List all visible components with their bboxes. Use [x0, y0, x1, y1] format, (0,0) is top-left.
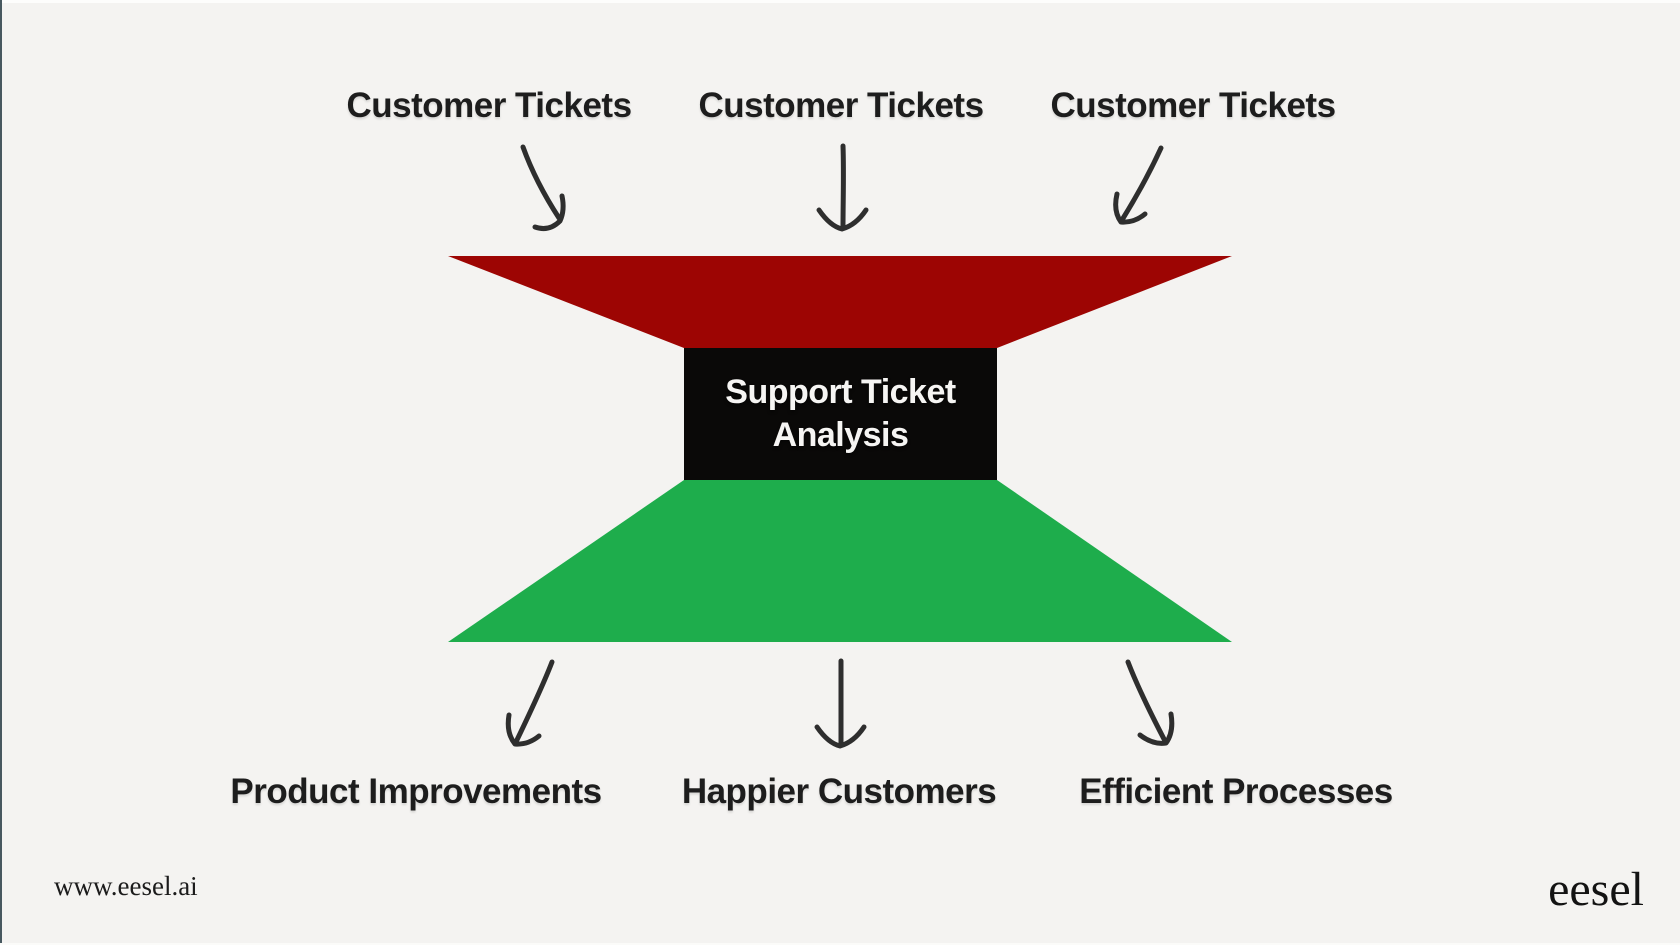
output-label-happier-customers: Happier Customers: [681, 772, 997, 811]
output-label-product-improvements: Product Improvements: [230, 772, 602, 811]
arrow-down-left-icon: [1113, 145, 1164, 225]
arrow-down-icon: [816, 143, 869, 232]
arrows-group: [505, 143, 1175, 749]
funnel-top-shape: [448, 256, 1232, 348]
center-title-line1: Support Ticket: [725, 373, 956, 411]
center-title: Support Ticket Analysis: [684, 348, 997, 480]
bottom-edge-strip: [0, 943, 1680, 945]
output-label-efficient-processes: Efficient Processes: [1079, 772, 1393, 811]
center-title-line2: Analysis: [772, 416, 909, 454]
brand-logo: eesel: [1548, 863, 1644, 916]
arrow-down-left-icon: [505, 659, 555, 747]
input-label-customer-tickets-2: Customer Tickets: [698, 86, 984, 125]
input-label-customer-tickets-1: Customer Tickets: [346, 86, 632, 125]
left-edge-strip: [0, 0, 2, 945]
arrow-down-right-icon: [1125, 659, 1175, 746]
arrow-down-icon: [814, 658, 867, 749]
input-label-customer-tickets-3: Customer Tickets: [1050, 86, 1336, 125]
top-edge-strip: [0, 0, 1680, 3]
arrow-down-right-icon: [520, 144, 566, 231]
funnel-bottom-shape: [448, 480, 1232, 642]
center-box-shape: [684, 348, 997, 480]
footer-website-text: www.eesel.ai: [54, 871, 198, 901]
